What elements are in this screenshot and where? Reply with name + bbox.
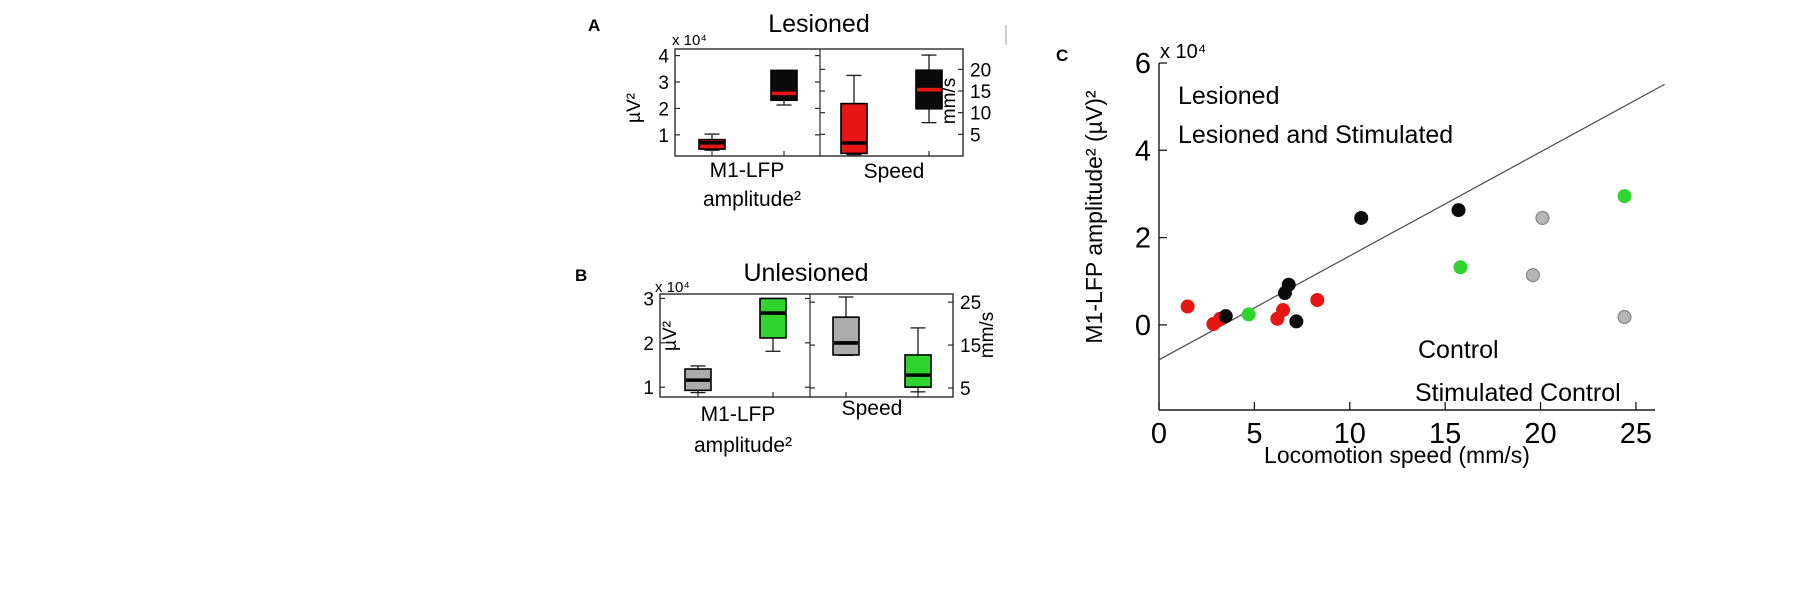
scatter-point	[1289, 314, 1304, 329]
y-tick-label: 15	[970, 82, 991, 103]
axes-frame	[674, 48, 964, 157]
panel-b-title: Unlesioned	[743, 259, 868, 287]
y-tick-label: 3	[643, 289, 654, 310]
panel-b-yaxis-label-right: mm/s	[977, 312, 998, 358]
x-tick-label: 20	[1524, 418, 1556, 450]
panel-a-xcategory-speed: Speed	[864, 160, 925, 183]
box	[840, 102, 868, 155]
box	[770, 69, 798, 102]
legend-lesioned-and-stimulated: Lesioned and Stimulated	[1178, 121, 1453, 149]
panel-a-xcategory-lfp-line2: amplitude²	[703, 188, 801, 211]
x-tick-label: 25	[1620, 418, 1652, 450]
panel-c-yaxis-label: M1-LFP amplitude² (µV)²	[1081, 90, 1107, 343]
panel-a-yaxis-label-right: mm/s	[939, 78, 960, 124]
box	[904, 354, 932, 388]
scatter-point	[1354, 210, 1369, 225]
x-tick-label: 0	[1151, 418, 1167, 450]
panel-b-xcategory-lfp-line2: amplitude²	[694, 434, 792, 457]
panel-a-yaxis-label-left: µV²	[624, 93, 645, 123]
panel-c-xaxis-label: Locomotion speed (mm/s)	[1264, 442, 1530, 468]
panel-a-exponent-label: x 10⁴	[672, 32, 707, 49]
y-tick-label: 4	[658, 47, 669, 68]
box	[759, 297, 787, 339]
scatter-point	[1525, 268, 1541, 283]
panel-a-xcategory-lfp: M1-LFP	[710, 159, 785, 182]
y-tick-label: 2	[1135, 223, 1151, 255]
panel-b-label: B	[575, 266, 587, 285]
panel-a-boxplot: A Lesioned x 10⁴ µV² mm/s M1-LFP amplitu…	[588, 10, 991, 211]
y-tick-label: 3	[658, 73, 669, 94]
scatter-point	[1453, 260, 1468, 275]
panel-a-title: Lesioned	[768, 10, 869, 38]
scatter-point	[1218, 309, 1233, 324]
legend-control: Control	[1418, 336, 1499, 364]
scatter-point	[1180, 299, 1195, 314]
y-tick-label: 4	[1135, 135, 1151, 167]
x-tick-label: 10	[1334, 418, 1366, 450]
panel-c-exponent-label: x 10⁴	[1160, 41, 1206, 63]
panel-b-plot-area: 1 2 3 5 15 25	[643, 289, 981, 400]
y-tick-label: 2	[643, 334, 654, 355]
y-tick-label: 5	[960, 379, 971, 400]
scatter-point	[1281, 277, 1296, 292]
y-tick-label: 15	[960, 336, 981, 357]
panel-c-label: C	[1056, 46, 1068, 65]
figure-divider-artifact	[1005, 25, 1007, 45]
scatter-point	[1241, 307, 1256, 322]
panel-c-plot-area: 0 5 10 15 20 25 0 2 4 6	[1135, 48, 1665, 450]
panel-b-exponent-label: x 10⁴	[655, 279, 690, 296]
x-tick-label: 15	[1429, 418, 1461, 450]
panel-b-boxplot: B Unlesioned x 10⁴ µV² mm/s M1-LFP ampli…	[575, 259, 998, 457]
y-tick-label: 5	[970, 125, 981, 146]
scatter-point	[1617, 189, 1632, 204]
y-tick-label: 10	[970, 104, 991, 125]
scatter-point	[1451, 203, 1466, 218]
scatter-point	[1617, 309, 1632, 325]
box	[832, 316, 860, 356]
y-tick-label: 0	[1135, 310, 1151, 342]
panel-c-scatter: C x 10⁴ M1-LFP amplitude² (µV)² Locomoti…	[1056, 41, 1665, 468]
scatter-point	[1276, 303, 1290, 318]
scatter-point	[1535, 210, 1550, 226]
y-tick-label: 25	[960, 293, 981, 314]
legend-lesioned: Lesioned	[1178, 82, 1279, 110]
y-tick-label: 1	[658, 126, 669, 147]
y-tick-label: 1	[643, 378, 654, 399]
x-tick-label: 5	[1246, 418, 1262, 450]
panel-b-xcategory-speed: Speed	[842, 397, 903, 420]
scatter-point	[1310, 293, 1325, 308]
panel-b-xcategory-lfp: M1-LFP	[701, 403, 776, 426]
panel-a-label: A	[588, 16, 600, 35]
legend-stimulated-control: Stimulated Control	[1415, 379, 1621, 407]
y-tick-label: 20	[970, 60, 991, 81]
panel-b-yaxis-label-left: µV²	[660, 321, 681, 351]
y-tick-label: 6	[1135, 48, 1151, 80]
y-tick-label: 2	[658, 99, 669, 120]
